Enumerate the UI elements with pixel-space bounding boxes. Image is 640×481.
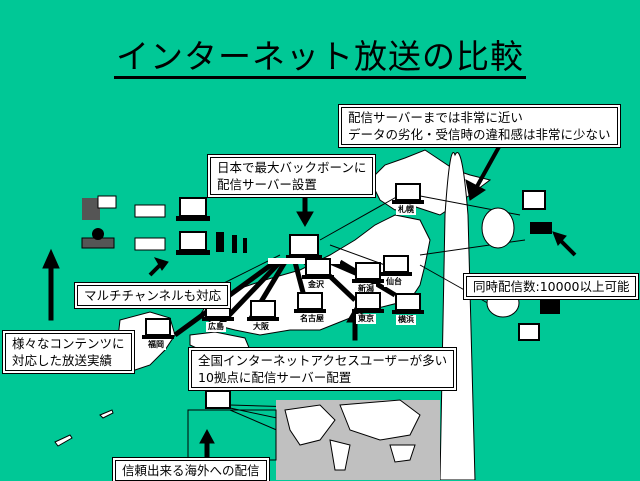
video-camera-icon [134,204,166,251]
backbone-server-icon [268,234,340,264]
link-sapporo [319,194,401,241]
city-server-niigata [355,262,381,280]
city-server-sapporo [395,183,421,201]
server-base-icon [247,317,279,321]
callout-backbone: 日本で最大バックボーンに 配信サーバー設置 [210,157,374,195]
server-base-icon [352,309,384,313]
city-label: 札幌 [396,205,416,215]
client-pc-icon [530,222,552,234]
arrow-up-icon [42,248,60,321]
bandwidth-pipe-icon [439,152,476,480]
page-title: インターネット放送の比較 [0,30,640,79]
callout-simultaneous: 同時配信数:10000以上可能 [466,276,637,297]
city-label: 福岡 [146,340,166,350]
city-server-nagoya [297,292,323,310]
arrow-up-icon [199,428,215,459]
callout-overseas: 信頼出来る海外への配信 [115,460,267,481]
arrow-diagonal-icon [552,231,577,257]
server-base-icon [294,309,326,313]
server-base-icon [380,272,412,276]
city-server-kanazawa [305,258,331,276]
city-server-tokyo [355,292,381,310]
overseas-server-icon [205,390,231,409]
overseas-frame [187,409,277,461]
okinawa-islands [54,409,114,447]
city-label: 大阪 [251,322,271,332]
client-pc-icon [540,300,560,314]
encoder-pc-icon [176,197,210,255]
server-base-icon [142,335,174,339]
arrows [42,144,577,459]
city-label: 仙台 [384,277,404,287]
callout-contents: 様々なコンテンツに 対応した放送実績 [5,333,132,371]
city-label: 名古屋 [298,314,326,324]
city-label: 新潟 [356,284,376,294]
arrow-down-icon [296,191,314,228]
callout-near-server: 配信サーバーまでは非常に近い データの劣化・受信時の違和感は非常に少ない [341,107,618,145]
city-server-yokohama [395,293,421,311]
presenter-icon [82,195,117,220]
server-base-icon [392,310,424,314]
server-base-icon [302,275,334,279]
server-base-icon [202,317,234,321]
world-continents [284,399,421,471]
city-label: 広島 [206,322,226,332]
client-pc-icon [518,323,540,341]
client-pc-icon [522,190,546,210]
server-base-icon [352,279,384,283]
callout-ten-sites: 全国インターネットアクセスユーザーが多い 10拠点に配信サーバー配置 [191,350,455,388]
city-label: 金沢 [306,280,326,290]
server-rack-icon [216,232,247,253]
arrow-diagonal-icon [148,257,169,277]
city-server-fukuoka [145,318,171,336]
city-label: 東京 [356,314,376,324]
city-server-osaka [250,300,276,318]
arrow-down-icon [465,144,502,201]
city-label: 横浜 [396,315,416,325]
city-server-sendai [383,255,409,273]
parliament-icon [81,228,115,249]
hokkaido [369,149,492,216]
callout-multichannel: マルチチャンネルも対応 [77,285,229,306]
server-base-icon [392,200,424,204]
receiver-group-1 [481,207,515,249]
link-sendai [329,244,386,266]
